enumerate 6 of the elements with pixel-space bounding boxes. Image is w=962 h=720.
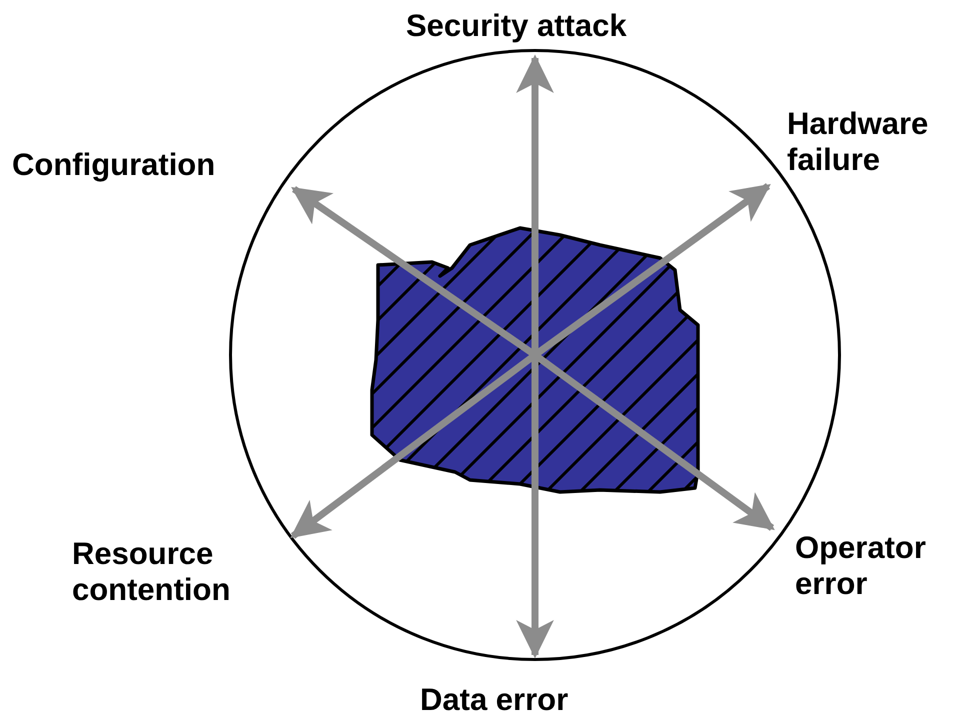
- category-label: Security attack: [406, 8, 627, 44]
- category-label: Configuration: [12, 147, 216, 183]
- category-label: Resource contention: [72, 536, 282, 608]
- category-label: Hardware failure: [787, 106, 962, 178]
- category-label: Data error: [420, 682, 568, 718]
- category-label: Operator error: [795, 530, 955, 602]
